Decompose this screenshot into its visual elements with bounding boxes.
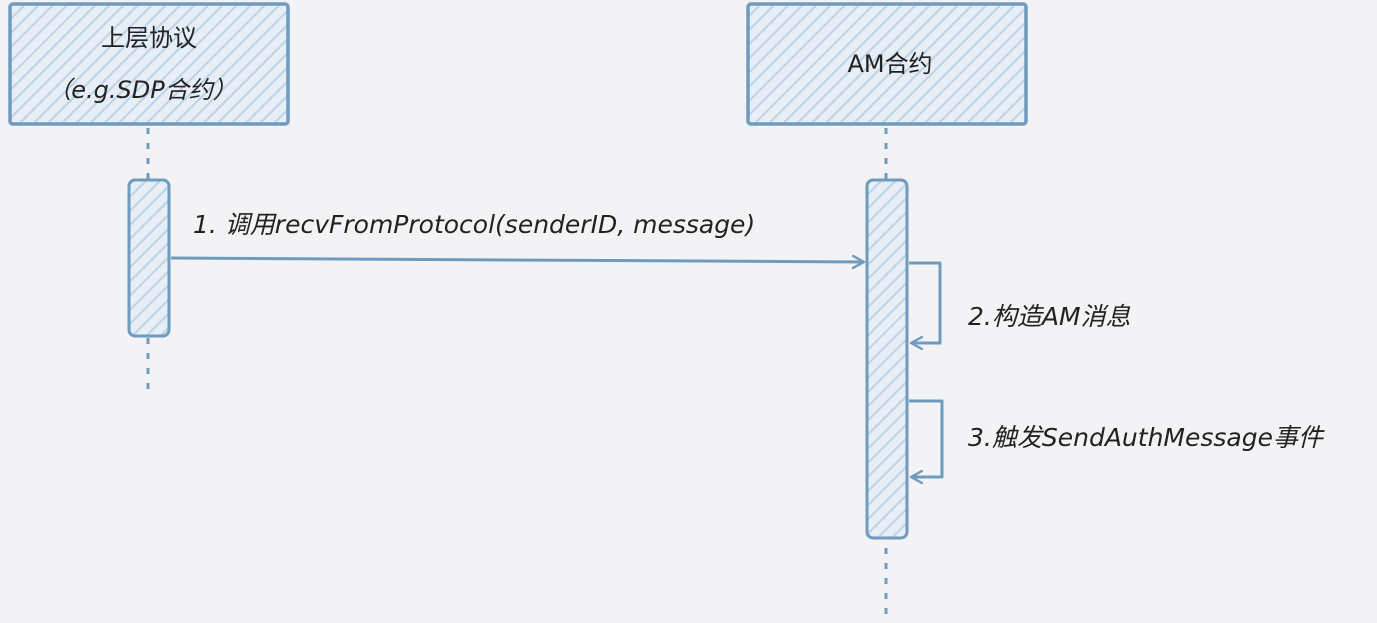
message-1-label: 1. 调用recvFromProtocol(senderID, message) <box>193 210 755 239</box>
participant-am: AM合约 <box>746 2 1028 126</box>
message-2: 2.构造AM消息 <box>909 261 1131 343</box>
message-1-arrow <box>170 258 864 262</box>
message-3-label: 3.触发SendAuthMessage事件 <box>968 423 1325 452</box>
message-3: 3.触发SendAuthMessage事件 <box>909 399 1325 477</box>
message-2-arrow <box>909 261 942 343</box>
message-3-arrow <box>909 399 944 477</box>
participant-upper: 上层协议 （e.g.SDP合约） <box>8 2 290 126</box>
message-1: 1. 调用recvFromProtocol(senderID, message) <box>170 210 864 262</box>
participant-upper-label-line1: 上层协议 <box>101 24 197 52</box>
activation-upper <box>127 178 171 338</box>
participant-am-label: AM合约 <box>847 50 932 78</box>
activation-am <box>865 178 909 540</box>
participant-upper-label-line2: （e.g.SDP合约） <box>47 76 236 104</box>
message-2-label: 2.构造AM消息 <box>968 302 1131 331</box>
